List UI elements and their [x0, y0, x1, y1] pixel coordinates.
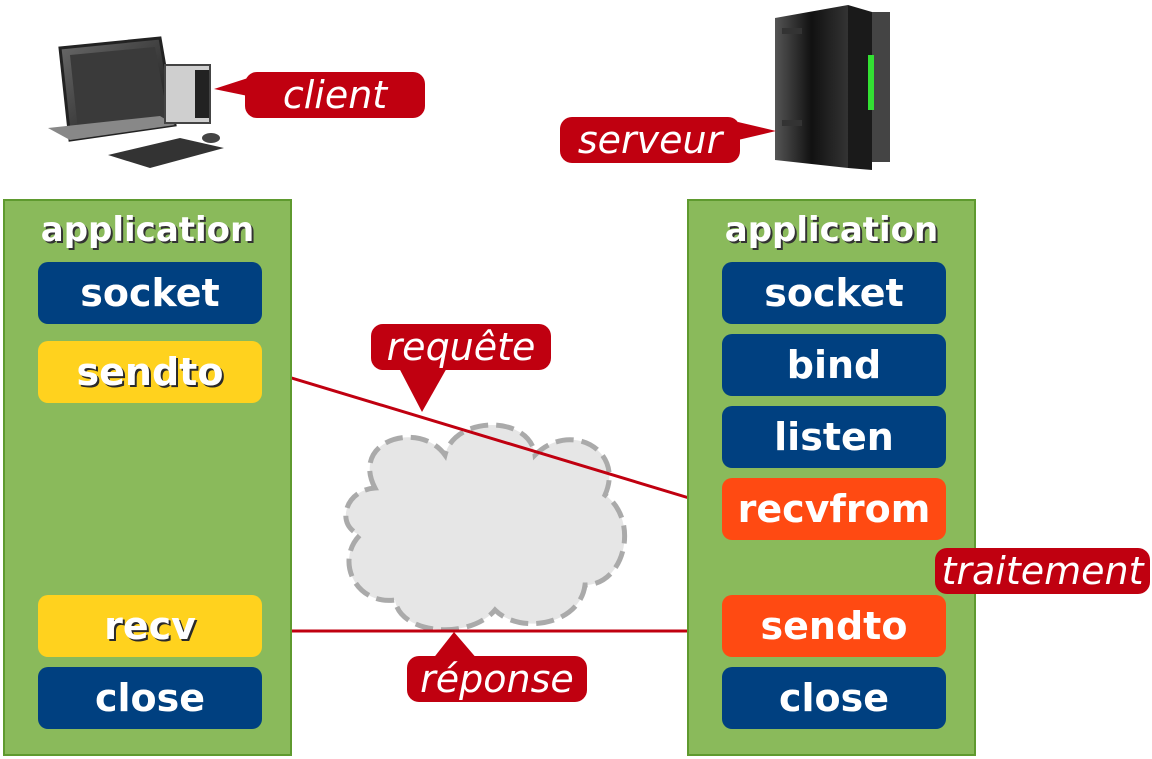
- server-bind-step: bind: [722, 334, 946, 396]
- client-sendto-step: sendto: [38, 341, 262, 403]
- client-callout-tail: [214, 78, 248, 96]
- request-callout: requête: [371, 324, 551, 370]
- server-socket-step: socket: [722, 262, 946, 324]
- server-callout-tail: [738, 122, 776, 140]
- request-callout-tail: [398, 366, 448, 412]
- client-recv-step: recv: [38, 595, 262, 657]
- network-cloud-icon: [343, 422, 628, 633]
- desktop-computer-icon: [48, 36, 224, 168]
- server-recvfrom-step: recvfrom: [722, 478, 946, 540]
- server-tower-icon: [775, 5, 890, 170]
- client-callout: client: [245, 72, 425, 118]
- request-arrow: [274, 371, 711, 507]
- response-callout-tail: [432, 632, 478, 660]
- server-application-title: application: [724, 210, 939, 250]
- client-application-title: application: [40, 210, 255, 250]
- server-listen-step: listen: [722, 406, 946, 468]
- client-socket-step: socket: [38, 262, 262, 324]
- server-sendto-step: sendto: [722, 595, 946, 657]
- processing-callout: traitement: [935, 548, 1150, 594]
- response-callout: réponse: [407, 656, 587, 702]
- server-callout: serveur: [560, 117, 740, 163]
- server-close-step: close: [722, 667, 946, 729]
- client-close-step: close: [38, 667, 262, 729]
